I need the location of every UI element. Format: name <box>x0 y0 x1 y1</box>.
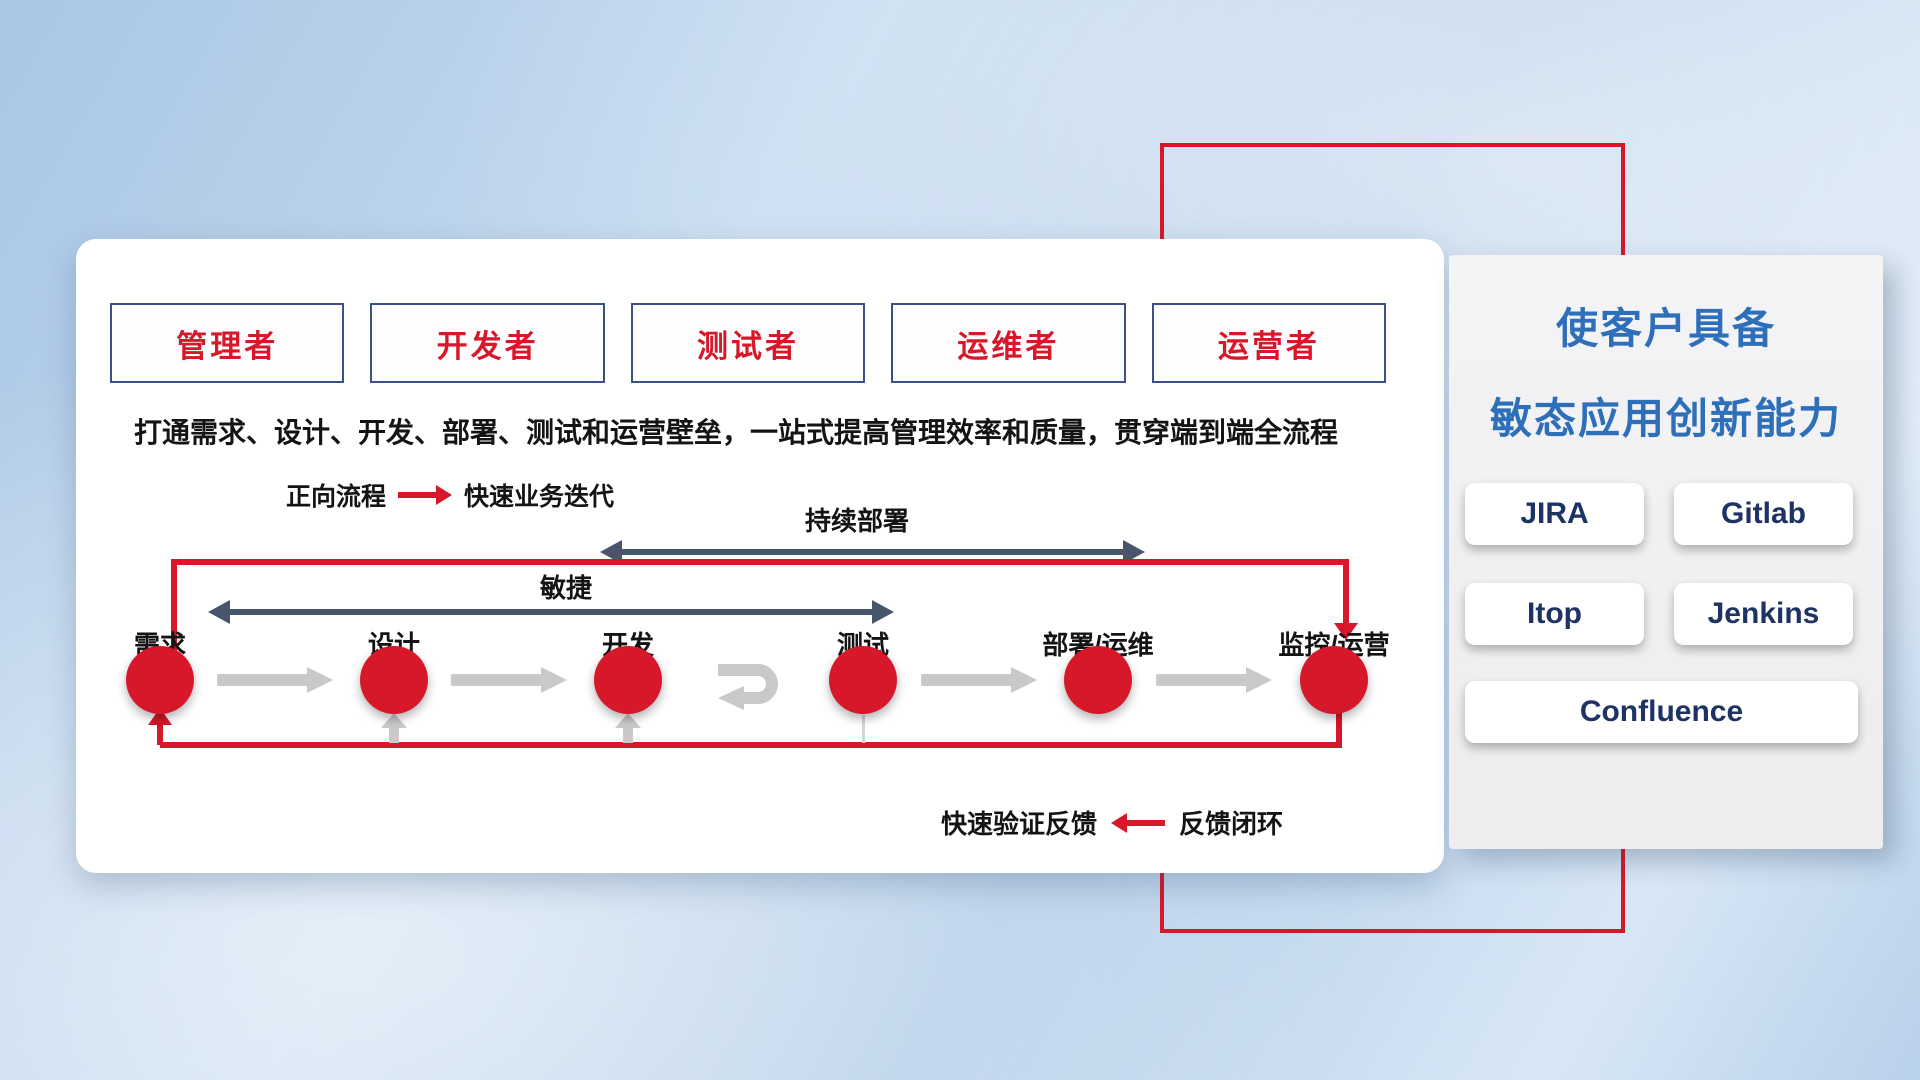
continuous-deploy-label: 持续部署 <box>804 506 909 536</box>
role-box-ops: 运维者 <box>891 303 1126 383</box>
testing-feedback-connector-line <box>862 715 865 743</box>
tool-button-jenkins[interactable]: Jenkins <box>1674 583 1853 645</box>
stage-node-deploy-ops <box>1064 646 1132 714</box>
capability-panel: 使客户具备 敏态应用创新能力 JIRA Gitlab Itop Jenkins … <box>1449 255 1883 849</box>
feedback-loop-down-arrowhead <box>1334 623 1358 640</box>
role-box-tester: 测试者 <box>630 303 866 383</box>
feedback-label: 反馈闭环 <box>1179 809 1284 839</box>
tool-button-confluence[interactable]: Confluence <box>1465 681 1858 743</box>
feedback-loop-left-bottom-line <box>157 725 163 745</box>
forward-flow-label: 正向流程 <box>286 483 387 511</box>
subtitle-text: 打通需求、设计、开发、部署、测试和运营壁垒，一站式提高管理效率和质量，贯穿端到端… <box>134 417 1339 448</box>
role-box-developer: 开发者 <box>370 303 605 383</box>
role-box-operator: 运营者 <box>1151 303 1387 383</box>
stage-node-development <box>594 646 662 714</box>
continuous-deploy-arrow-icon <box>600 539 1145 565</box>
agile-label: 敏捷 <box>539 573 592 603</box>
tool-button-itop[interactable]: Itop <box>1465 583 1644 645</box>
feedback-loop-legend: 快速验证反馈 反馈闭环 <box>941 804 1283 841</box>
feedback-loop-right-top-line <box>1343 559 1349 625</box>
dev-test-iteration-loop-icon <box>718 664 778 710</box>
devops-flow-panel: 管理者 开发者 测试者 运维者 运营者 打通需求、设计、开发、部署、测试和运营壁… <box>76 239 1444 873</box>
stage-node-monitor-operations <box>1300 646 1368 714</box>
feedback-desc: 快速验证反馈 <box>941 809 1098 839</box>
feedback-loop-top-line <box>171 559 1349 565</box>
role-box-manager: 管理者 <box>110 303 345 383</box>
stage-node-testing <box>829 646 897 714</box>
forward-flow-legend: 正向流程 快速业务迭代 <box>286 477 614 513</box>
stage-node-design <box>360 646 428 714</box>
stage-node-requirements <box>126 646 194 714</box>
tool-button-gitlab[interactable]: Gitlab <box>1674 483 1853 545</box>
flow-arrow-1-icon <box>217 667 335 693</box>
tool-button-jira[interactable]: JIRA <box>1465 483 1644 545</box>
forward-flow-desc: 快速业务迭代 <box>464 483 615 511</box>
flow-arrow-3-icon <box>921 667 1039 693</box>
flow-arrow-4-icon <box>1156 667 1274 693</box>
flow-arrow-2-icon <box>451 667 569 693</box>
forward-arrow-icon <box>398 485 453 505</box>
capability-title-line1: 使客户具备 <box>1555 305 1776 352</box>
feedback-arrow-icon <box>1111 812 1166 833</box>
capability-title-line2: 敏态应用创新能力 <box>1489 395 1842 442</box>
feedback-loop-left-top-line <box>171 559 177 653</box>
agile-arrow-icon <box>208 599 894 625</box>
roles-row: 管理者 开发者 测试者 运维者 运营者 <box>110 303 1387 383</box>
feedback-loop-right-bottom-line <box>1336 713 1342 745</box>
feedback-loop-bottom-line <box>160 742 1342 748</box>
